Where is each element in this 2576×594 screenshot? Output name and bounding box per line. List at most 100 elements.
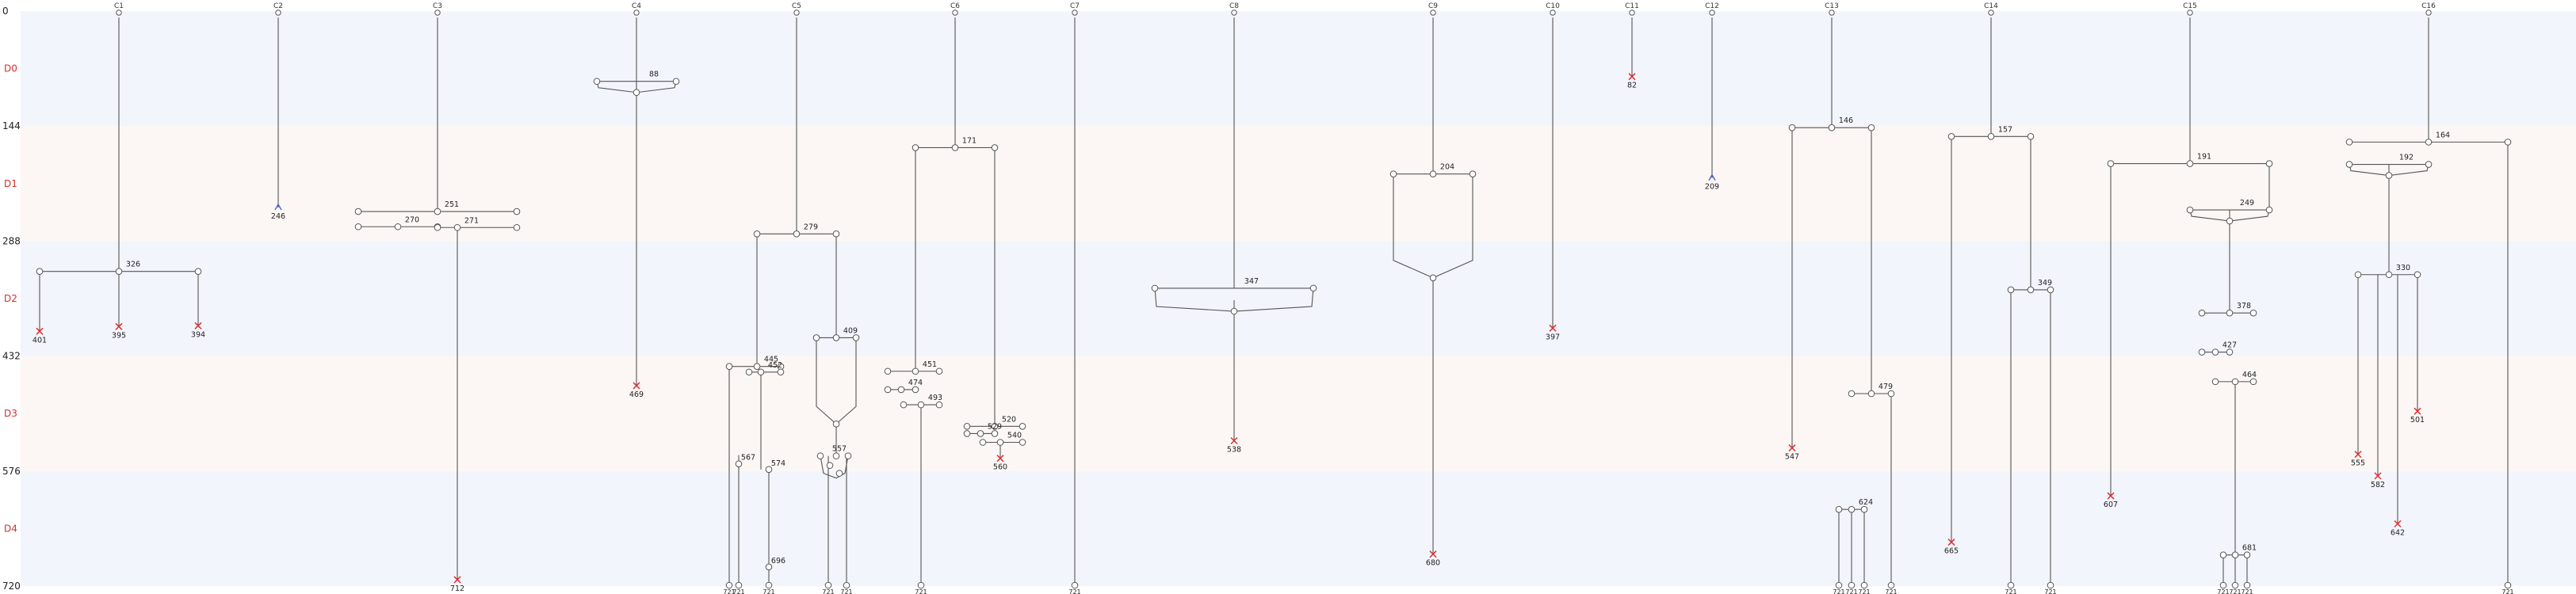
split-node <box>793 230 801 238</box>
terminal-label: 397 <box>1546 333 1560 341</box>
split-label: 451 <box>923 360 937 369</box>
root-node <box>275 10 281 16</box>
leaf-node <box>725 581 733 589</box>
end-x-marker <box>453 576 461 584</box>
split-label: 557 <box>832 445 847 454</box>
root-node <box>2187 10 2193 16</box>
merge-shape <box>2189 209 2270 222</box>
split-label: 347 <box>1244 277 1259 286</box>
split-label: 696 <box>771 557 785 565</box>
split-node <box>1429 170 1437 177</box>
split-node <box>2231 378 2239 386</box>
split-label: 464 <box>2242 371 2257 379</box>
split-node <box>897 386 905 394</box>
split-label: 493 <box>928 394 942 402</box>
terminal-label: 721 <box>732 588 744 594</box>
split-node <box>2243 551 2251 558</box>
end-x-marker <box>2394 520 2402 527</box>
merge-shape <box>816 337 857 425</box>
terminal-label: 721 <box>1068 588 1080 594</box>
split-label: 452 <box>768 361 782 370</box>
terminal-label: 721 <box>915 588 927 594</box>
split-node <box>1848 505 1856 513</box>
split-node <box>2027 286 2035 294</box>
split-node <box>884 367 892 375</box>
terminal-label: 721 <box>840 588 852 594</box>
split-node <box>2107 160 2115 167</box>
split-node <box>757 368 765 376</box>
terminal-label: 209 <box>1705 183 1719 192</box>
split-node <box>917 401 925 409</box>
nodes <box>36 10 2512 589</box>
split-node <box>735 460 743 468</box>
band <box>21 241 2576 356</box>
root-node <box>793 10 800 16</box>
terminal-label: 721 <box>1885 588 1897 594</box>
end-x-marker <box>996 455 1004 463</box>
bands <box>21 11 2576 586</box>
split-node <box>2211 348 2219 356</box>
end-x-marker <box>633 382 640 390</box>
split-node <box>394 223 402 230</box>
end-x-marker <box>2354 451 2362 459</box>
split-node <box>2007 286 2015 294</box>
split-node <box>765 563 773 571</box>
split-node <box>672 78 680 86</box>
split-node <box>996 439 1004 446</box>
split-node <box>951 144 959 151</box>
leaf-node <box>843 581 850 589</box>
merge-node <box>832 421 840 428</box>
terminal-label: 721 <box>1845 588 1857 594</box>
root-node <box>1709 10 1715 16</box>
split-node <box>2249 378 2257 386</box>
terminal-label: 246 <box>271 212 285 221</box>
root-node <box>1550 10 1556 16</box>
split-node <box>1987 133 1995 140</box>
y-tick-label: 576 <box>2 466 21 477</box>
split-label: 157 <box>1998 125 2012 134</box>
split-node <box>593 78 601 86</box>
split-node <box>2186 160 2194 167</box>
band-label: D2 <box>4 293 17 304</box>
merge-node <box>2226 217 2234 225</box>
merge-node <box>2385 172 2393 179</box>
merge-node <box>1429 274 1437 282</box>
split-node <box>36 268 44 276</box>
split-label: 330 <box>2396 264 2410 272</box>
terminal-label: 680 <box>1426 559 1440 568</box>
y-tick-label: 288 <box>2 235 21 246</box>
split-node <box>2231 551 2239 558</box>
split-label: 191 <box>2197 153 2211 162</box>
split-node <box>1835 505 1843 513</box>
terminal-label: 501 <box>2410 416 2425 425</box>
split-label: 270 <box>405 215 419 224</box>
split-node <box>1867 124 1875 131</box>
end-x-marker <box>1788 444 1796 452</box>
terminal-label: 721 <box>2044 588 2056 594</box>
leaf-node <box>2231 581 2239 589</box>
split-node <box>1309 284 1317 292</box>
split-node <box>1151 284 1159 292</box>
split-node <box>354 208 362 215</box>
leaf-node <box>765 581 773 589</box>
split-node <box>2504 139 2512 146</box>
terminal-label: 555 <box>2351 459 2365 468</box>
split-node <box>2354 271 2362 279</box>
terminal-label: 721 <box>2229 588 2241 594</box>
terminal-label: 721 <box>762 588 774 594</box>
split-node <box>2265 160 2273 167</box>
split-node <box>935 367 943 375</box>
split-label: 540 <box>1007 432 1022 440</box>
terminal-label: 712 <box>450 584 464 593</box>
split-label: 146 <box>1839 116 1853 125</box>
split-node <box>816 452 824 459</box>
column-label: C10 <box>1546 2 1560 10</box>
terminal-label: 721 <box>1858 588 1870 594</box>
split-node <box>884 386 892 394</box>
split-node <box>1019 439 1026 446</box>
terminal-label: 607 <box>2104 501 2118 509</box>
split-node <box>1788 124 1796 131</box>
split-node <box>1848 390 1856 398</box>
